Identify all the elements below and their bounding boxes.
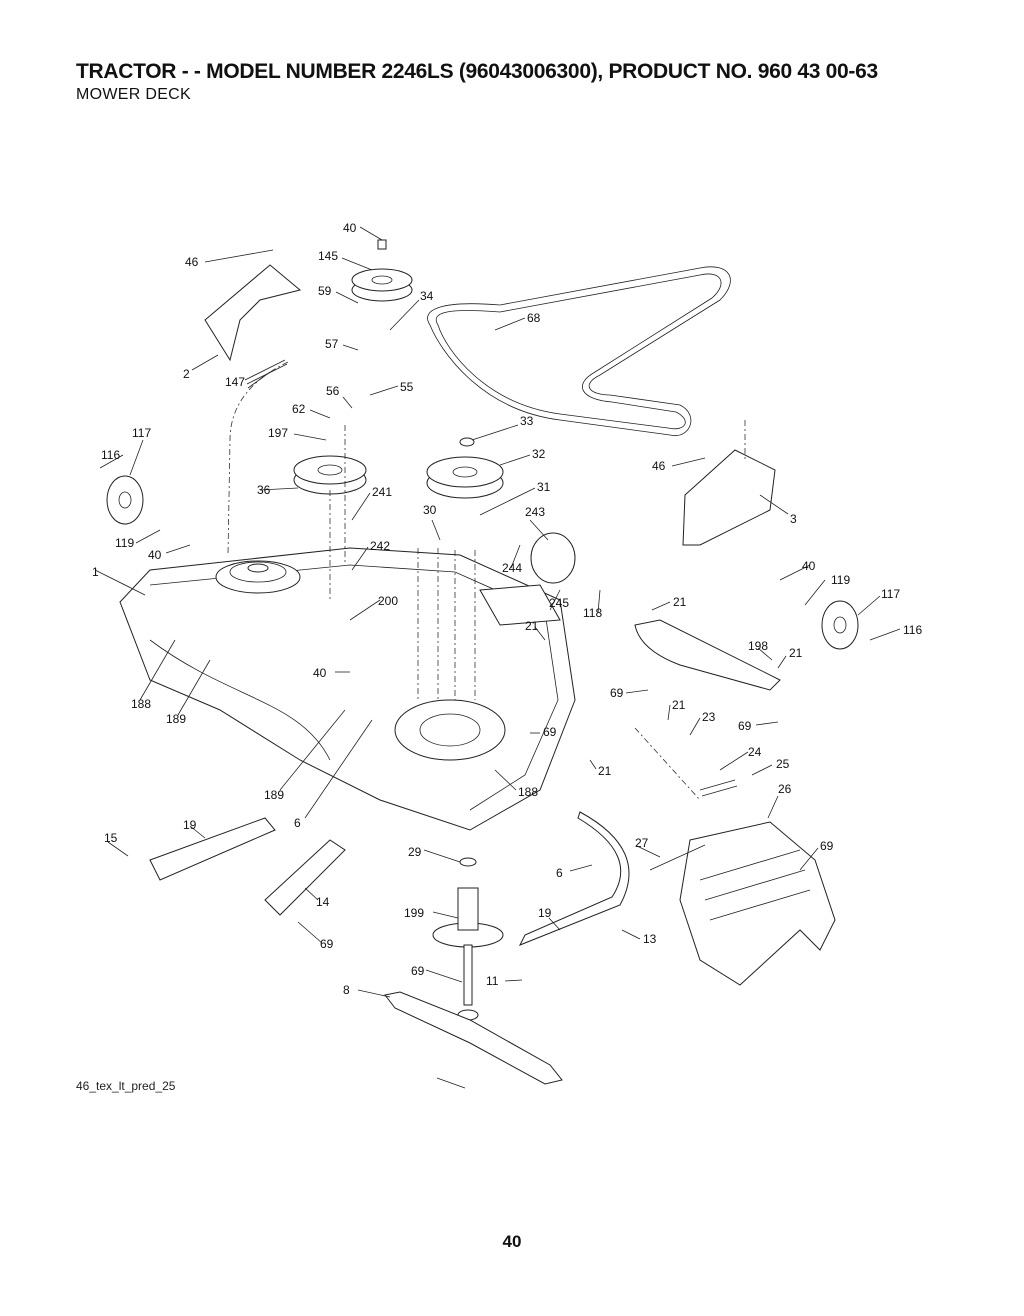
page-subtitle: MOWER DECK — [76, 86, 191, 103]
callout: 8 — [343, 983, 350, 997]
callout: 21 — [789, 646, 803, 660]
gauge-wheel-left-drawing — [106, 475, 144, 525]
anti-scalp-roller-drawing — [530, 532, 576, 584]
callout: 147 — [225, 375, 245, 389]
callout: 40 — [802, 559, 816, 573]
callout: 188 — [518, 785, 538, 799]
spring-24-drawing — [699, 779, 738, 797]
callout: 57 — [325, 337, 339, 351]
callout: 34 — [420, 289, 434, 303]
gauge-wheel-right-drawing — [821, 600, 859, 650]
callout: 15 — [104, 831, 118, 845]
callout: 69 — [411, 964, 425, 978]
callout: 117 — [132, 426, 151, 440]
callout: 199 — [404, 906, 424, 920]
callout: 116 — [101, 448, 120, 462]
callout: 62 — [292, 402, 306, 416]
spring-147-drawing — [244, 359, 288, 385]
callout: 21 — [598, 764, 612, 778]
callout: 55 — [400, 380, 414, 394]
callout: 197 — [268, 426, 288, 440]
page-title: TRACTOR - - MODEL NUMBER 2246LS (9604300… — [76, 60, 878, 83]
callout: 118 — [583, 606, 602, 620]
callout-labels: 40 46 145 59 34 68 2 57 147 55 56 62 197… — [92, 221, 922, 997]
callout: 24 — [748, 745, 762, 759]
callout: 119 — [831, 573, 850, 587]
callout: 244 — [502, 561, 522, 575]
callout: 40 — [343, 221, 357, 235]
callout: 116 — [903, 623, 922, 637]
callout: 19 — [183, 818, 197, 832]
callout: 21 — [525, 619, 539, 633]
callout: 14 — [316, 895, 330, 909]
deck-housing-drawing — [119, 547, 576, 831]
callout: 27 — [635, 836, 649, 850]
pulley-32-drawing — [426, 437, 504, 499]
callout: 11 — [486, 974, 499, 988]
callout: 3 — [790, 512, 797, 526]
callout: 69 — [738, 719, 752, 733]
callout: 200 — [378, 594, 398, 608]
baffle-198-drawing — [634, 619, 781, 691]
discharge-chute-drawing — [679, 821, 836, 986]
callout: 117 — [881, 587, 900, 601]
callout: 33 — [520, 414, 534, 428]
callout: 243 — [525, 505, 545, 519]
leader-lines — [94, 226, 901, 1089]
callout: 69 — [610, 686, 624, 700]
callout: 21 — [672, 698, 686, 712]
belt-drawing — [427, 266, 731, 437]
callout: 23 — [702, 710, 716, 724]
callout: 31 — [537, 480, 551, 494]
callout: 242 — [370, 539, 390, 553]
idler-pulley-drawing — [293, 455, 367, 495]
callout: 25 — [776, 757, 790, 771]
callout: 69 — [820, 839, 834, 853]
callout: 241 — [372, 485, 392, 499]
front-bracket-drawing — [149, 817, 276, 881]
callout: 40 — [148, 548, 162, 562]
callout: 6 — [294, 816, 301, 830]
callout: 69 — [543, 725, 557, 739]
callout: 189 — [264, 788, 284, 802]
rod-drawing — [649, 844, 706, 871]
callout: 46 — [652, 459, 666, 473]
figure-code: 46_tex_lt_pred_25 — [76, 1079, 176, 1093]
left-belt-cover-drawing — [204, 264, 302, 362]
deck-pulley-drawing — [215, 560, 301, 594]
callout: 245 — [549, 596, 569, 610]
callout: 19 — [538, 906, 552, 920]
callout: 69 — [320, 937, 334, 951]
callout: 32 — [532, 447, 546, 461]
callout: 21 — [673, 595, 687, 609]
callout: 46 — [185, 255, 199, 269]
callout: 40 — [313, 666, 327, 680]
baffle-199-drawing — [518, 811, 630, 946]
callout: 6 — [556, 866, 563, 880]
callout: 26 — [778, 782, 792, 796]
blade-drawing — [384, 991, 563, 1085]
callout: 29 — [408, 845, 422, 859]
callout: 189 — [166, 712, 186, 726]
callout: 59 — [318, 284, 332, 298]
callout: 188 — [131, 697, 151, 711]
right-belt-cover-drawing — [682, 449, 776, 546]
callout: 13 — [643, 932, 657, 946]
callout: 36 — [257, 483, 271, 497]
spindle-drawing — [432, 857, 504, 1021]
callout: 56 — [326, 384, 340, 398]
callout: 1 — [92, 565, 99, 579]
page-number: 40 — [502, 1232, 522, 1251]
callout: 2 — [183, 367, 190, 381]
callout: 119 — [115, 536, 134, 550]
callout: 30 — [423, 503, 437, 517]
callout: 145 — [318, 249, 338, 263]
rear-bracket-drawing — [264, 839, 346, 916]
callout: 198 — [748, 639, 768, 653]
callout: 68 — [527, 311, 541, 325]
pulley-145-drawing — [351, 239, 413, 302]
